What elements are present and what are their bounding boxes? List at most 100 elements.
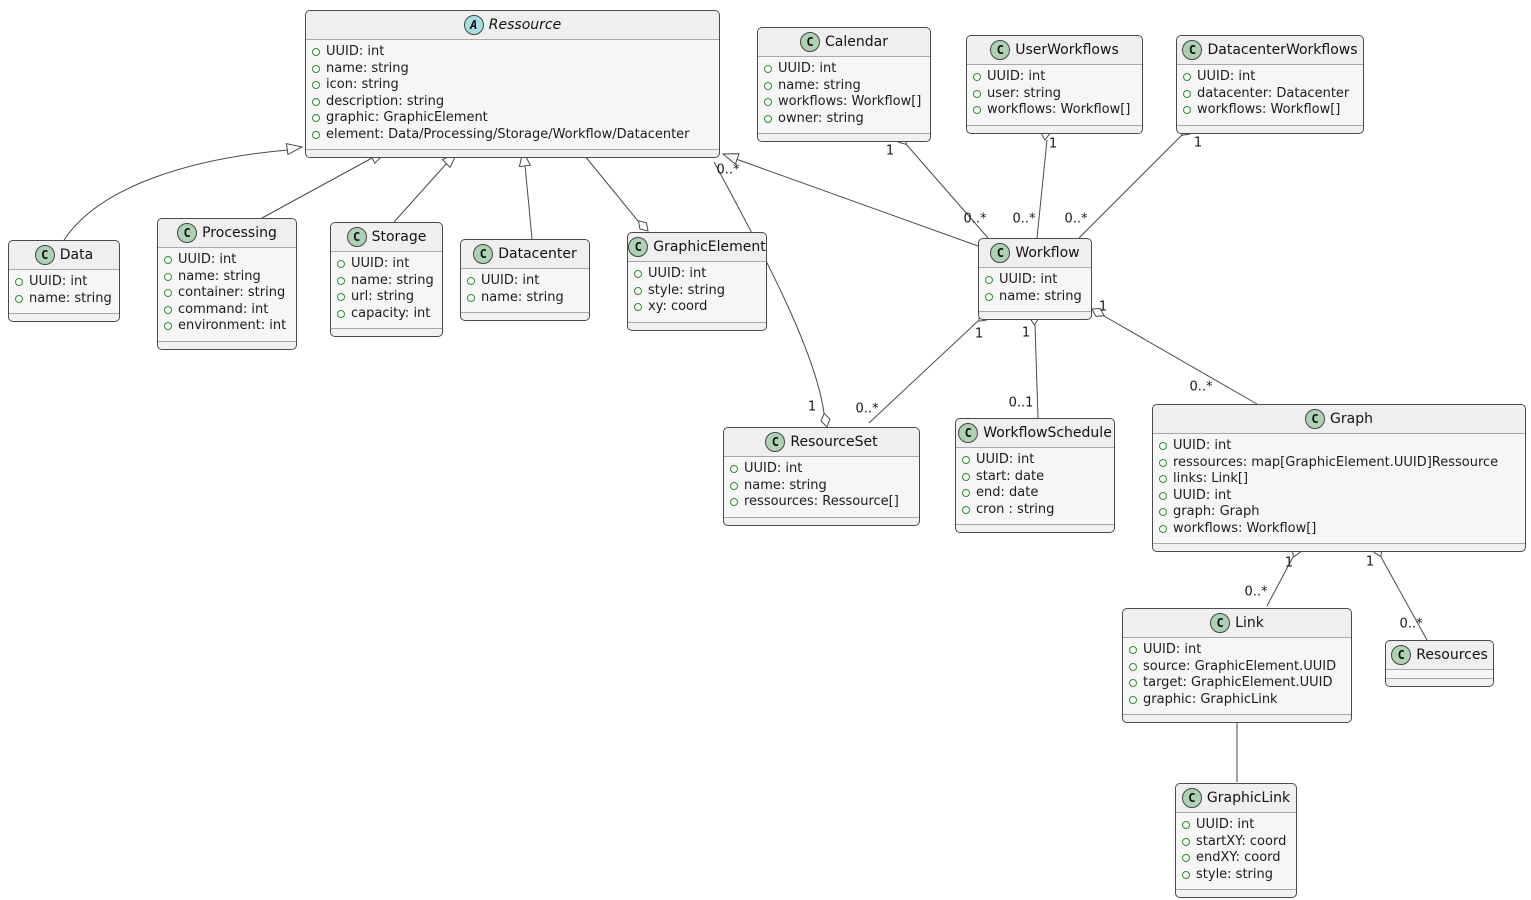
methods-compartment [461,312,589,320]
field-visibility-icon [164,322,172,331]
methods-compartment [9,313,119,321]
edge-line [868,320,979,424]
edge-line [393,162,448,223]
field-visibility-icon [985,276,993,285]
field-visibility-icon [962,505,970,514]
attribute-text: command: int [178,301,269,317]
class-name: Ressource [488,17,562,33]
attribute-text: name: string [178,268,261,284]
edge-line [1036,139,1048,239]
class-name: WorkflowSchedule [983,425,1112,441]
attribute-row: UUID: int [1183,69,1355,86]
class-name: Link [1235,615,1264,631]
multiplicity-label: 1 [807,399,817,415]
methods-compartment [956,524,1114,532]
edge-line [1380,556,1428,641]
attribute-row: style: string [634,283,758,300]
edge-line [524,164,533,240]
attribute-text: graph: Graph [1173,504,1260,519]
attribute-row: workflows: Workflow[] [1183,102,1355,119]
attribute-text: UUID: int [1173,487,1232,503]
field-visibility-icon [1159,475,1167,484]
attribute-row: UUID: int [467,273,581,290]
attribute-row: datacenter: Datacenter [1183,86,1355,103]
multiplicity-label: 1 [1021,325,1031,341]
field-visibility-icon [1159,491,1167,500]
edge-line [1266,556,1294,607]
field-visibility-icon [467,277,475,286]
attribute-text: links: Link[] [1173,471,1249,486]
field-visibility-icon [730,498,738,507]
field-visibility-icon [634,303,642,312]
attribute-row: graphic: GraphicLink [1129,692,1343,709]
attribute-row: workflows: Workflow[] [764,94,922,111]
class-name: DatacenterWorkflows [1207,42,1358,58]
attribute-row: UUID: int [1159,438,1517,455]
class-badge-icon: C [765,432,786,452]
edge-datacenterworkflows-workflow [1078,125,1193,239]
attribute-text: cron : string [976,501,1055,517]
attribute-row: start: date [962,469,1106,486]
attribute-text: start: date [976,468,1045,484]
multiplicity-label: 0..* [1244,584,1268,600]
class-badge-icon: C [473,244,494,264]
attribute-text: name: string [778,77,861,93]
multiplicity-label: 1 [1048,136,1058,152]
attribute-text: graphic: GraphicElement [326,110,488,125]
field-visibility-icon [1129,679,1137,688]
methods-compartment [1153,543,1525,551]
attribute-text: UUID: int [29,274,88,289]
class-name: Datacenter [498,246,577,262]
edge-line [1078,134,1183,239]
class-badge-icon: C [34,245,55,265]
multiplicity-label: 1 [885,143,895,159]
attribute-row: capacity: int [337,306,434,323]
attribute-text: UUID: int [351,256,410,271]
edge-processing-extends-ressource [261,151,388,219]
attribute-text: UUID: int [1197,69,1256,84]
attribute-text: name: string [481,289,564,305]
attribute-text: UUID: int [1173,438,1232,453]
attribute-row: user: string [973,86,1134,103]
field-visibility-icon [973,89,981,98]
field-visibility-icon [634,286,642,295]
attribute-row: UUID: int [1129,642,1343,659]
attribute-row: icon: string [312,77,711,94]
multiplicity-label: 1 [1365,554,1375,570]
attribute-row: UUID: int [634,266,758,283]
class-name: UserWorkflows [1015,42,1119,58]
field-visibility-icon [962,456,970,465]
attribute-row: owner: string [764,111,922,128]
multiplicity-label: 1 [1098,299,1108,315]
field-visibility-icon [164,256,172,265]
attribute-text: source: GraphicElement.UUID [1143,658,1337,674]
attribute-text: UUID: int [987,69,1046,84]
attribute-row: UUID: int [164,252,288,269]
attribute-text: container: string [178,285,286,300]
attribute-row: UUID: int [15,274,111,291]
field-visibility-icon [730,481,738,490]
attribute-text: UUID: int [178,252,237,267]
class-name: Resources [1416,647,1488,663]
class-badge-icon: C [346,227,367,247]
edge-line [905,143,989,239]
attribute-text: name: string [999,288,1082,304]
attribute-text: user: string [987,85,1061,101]
methods-compartment [306,149,719,157]
field-visibility-icon [1182,870,1190,879]
field-visibility-icon [312,97,320,106]
